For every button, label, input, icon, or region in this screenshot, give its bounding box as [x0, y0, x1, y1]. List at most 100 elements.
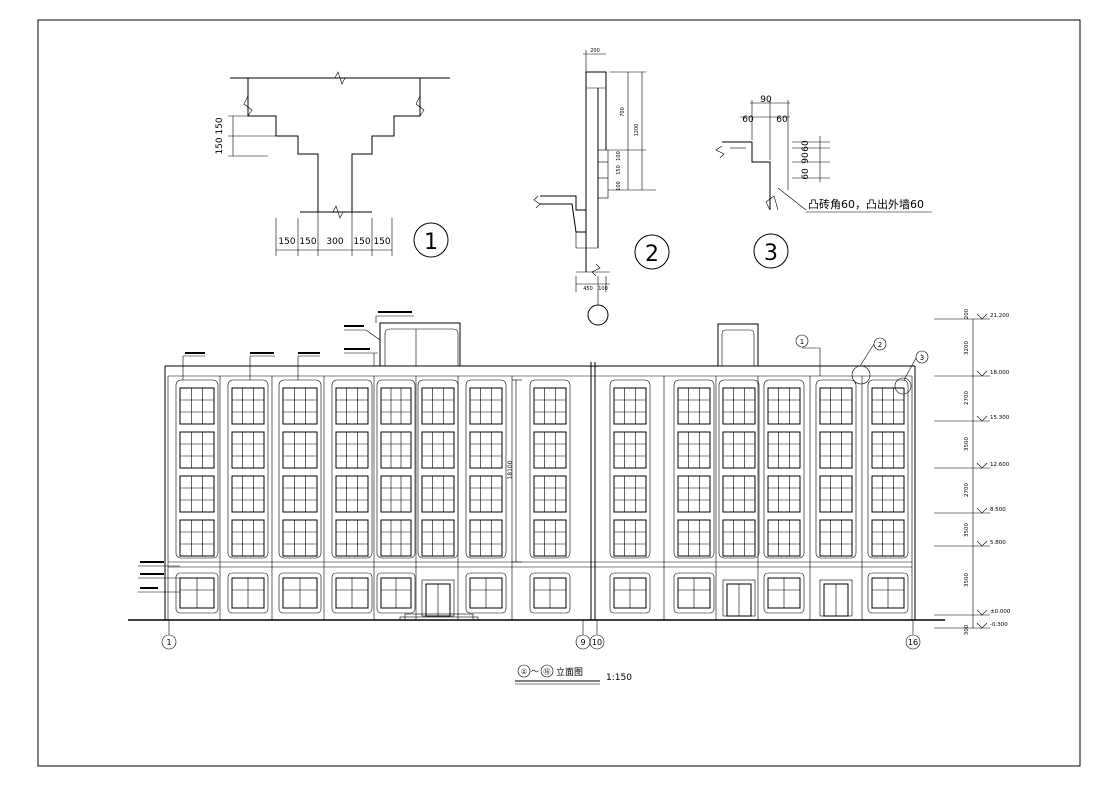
detail-2: 200 700 1200 100 150 100 450 100 [533, 48, 670, 326]
window [469, 475, 503, 513]
d2-dim-top: 200 [590, 48, 600, 54]
title-separator: ～ [531, 667, 539, 676]
window [335, 475, 369, 513]
d3-dim-top-2: 60 [742, 115, 754, 125]
d3-dim-right-1: 60 [801, 140, 811, 152]
d2-dim-s1: 100 [616, 151, 622, 161]
sheet-border [37, 19, 1081, 767]
level-dimension: 300 [964, 624, 970, 635]
callout-bubble [795, 334, 809, 348]
d2-dim-b2: 100 [598, 286, 608, 292]
level-dimension: 3500 [964, 437, 970, 451]
title-axis-start: ① [521, 668, 527, 676]
window [335, 387, 369, 425]
window [722, 387, 756, 425]
window [282, 387, 318, 425]
roof-stair-housing-left [379, 322, 461, 367]
window-frame [763, 379, 805, 559]
left-note-marks [140, 561, 164, 589]
window-frame-ground [227, 572, 269, 614]
d1-hdim-4: 150 [353, 237, 370, 247]
window [469, 519, 503, 557]
window [871, 519, 905, 557]
level-triangle [976, 462, 988, 469]
callout-bubble [873, 337, 887, 351]
top-note-marks [185, 311, 412, 354]
window-frame [718, 379, 760, 559]
window [179, 387, 215, 425]
level-dimension: 3200 [964, 341, 970, 355]
window-frame-ground [331, 572, 373, 614]
window [613, 387, 647, 425]
window [871, 387, 905, 425]
window [179, 519, 215, 557]
window [469, 431, 503, 469]
window-frame [465, 379, 507, 559]
axis-marker [161, 634, 177, 650]
level-triangle [976, 313, 988, 320]
callout-number: 2 [878, 341, 882, 349]
detail-3: 90 60 60 60 90 60 凸砖角60，凸出外墙60 3 [715, 95, 932, 269]
window [677, 387, 711, 425]
window [282, 431, 318, 469]
level-triangle [976, 540, 988, 547]
window [613, 475, 647, 513]
d1-hdim-2: 150 [299, 237, 316, 247]
d3-dim-right-2: 90 [801, 152, 811, 164]
detail-2-number: 2 [645, 242, 659, 267]
window-frame [331, 379, 373, 559]
window-frame [417, 379, 459, 559]
d2-dim-r2: 1200 [634, 124, 640, 137]
window [767, 519, 801, 557]
window [282, 475, 318, 513]
window [533, 519, 567, 557]
axis-label: 1 [166, 638, 171, 647]
window [421, 431, 455, 469]
window [871, 431, 905, 469]
roof-housing-right [717, 323, 759, 367]
window [421, 387, 455, 425]
window [231, 431, 265, 469]
window [533, 431, 567, 469]
window-frame [175, 379, 219, 559]
level-triangle [976, 370, 988, 377]
callout-number: 1 [800, 338, 804, 346]
level-value: 18.000 [990, 370, 1010, 376]
window-frame [815, 379, 857, 559]
window-frame-ground [465, 572, 507, 614]
window-frame-ground [867, 572, 909, 614]
d1-hdim-5: 150 [373, 237, 390, 247]
window [613, 431, 647, 469]
callout-bubble [915, 350, 929, 364]
d3-dim-top-3: 60 [776, 115, 788, 125]
window [421, 475, 455, 513]
window [469, 387, 503, 425]
level-value: -0.300 [990, 622, 1008, 628]
detail-1: 150 150 150 150 300 150 150 1 [215, 71, 450, 258]
window [819, 431, 853, 469]
window [677, 431, 711, 469]
level-triangle [976, 622, 988, 629]
window [767, 431, 801, 469]
level-value: 15.300 [990, 415, 1010, 421]
window [380, 475, 412, 513]
detail-3-note: 凸砖角60，凸出外墙60 [808, 197, 924, 211]
window [380, 387, 412, 425]
window-frame [278, 379, 322, 559]
level-triangle [976, 415, 988, 422]
d2-dim-s3: 100 [616, 181, 622, 191]
detail-2-marker [634, 234, 670, 270]
window-frame [609, 379, 651, 559]
window-frame [673, 379, 715, 559]
window [722, 519, 756, 557]
d1-vdim-2: 150 [215, 137, 225, 154]
window-frame-ground [376, 572, 416, 614]
window [231, 519, 265, 557]
axis-label: 16 [908, 638, 918, 647]
axis-marker [589, 634, 605, 650]
window [335, 519, 369, 557]
window-frame-ground [609, 572, 651, 614]
window [380, 519, 412, 557]
